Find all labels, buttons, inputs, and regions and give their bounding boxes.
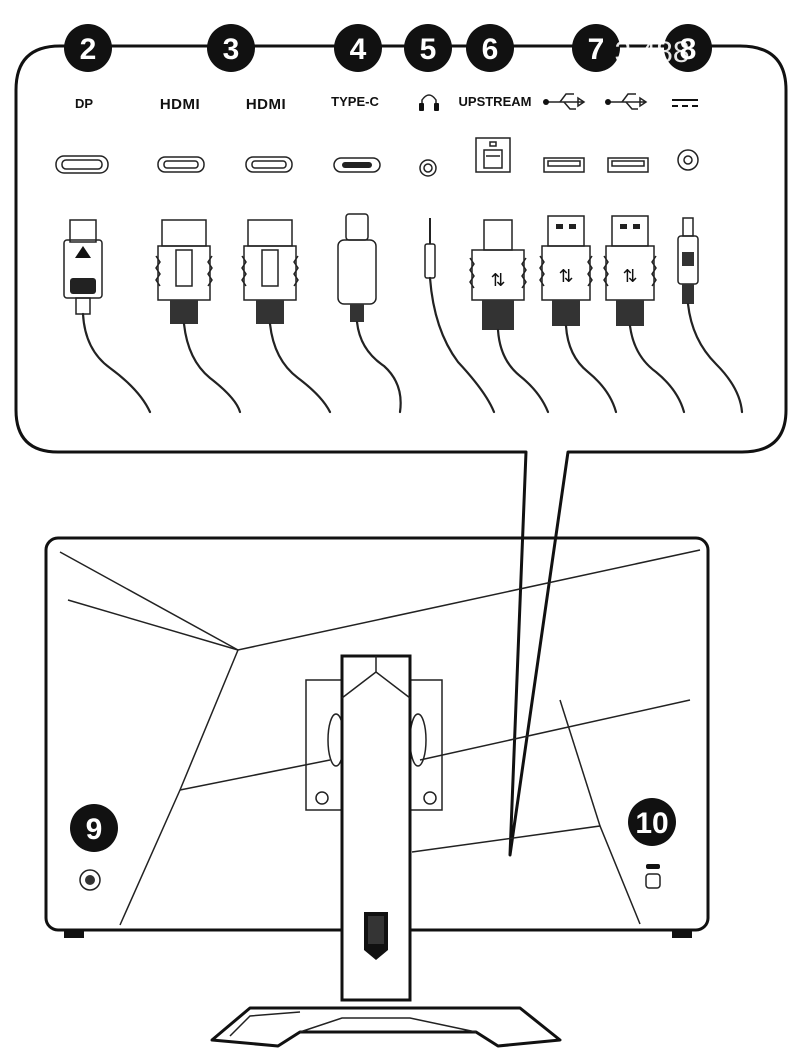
svg-text:5: 5 (420, 33, 437, 66)
port-usb-b (475, 137, 511, 173)
badge-4: 4 (334, 24, 382, 72)
port-audio (419, 159, 437, 177)
badge-2: 2 (64, 24, 112, 72)
usb-b-plug-mark: ⇅ (490, 270, 505, 290)
badge-5: 5 (404, 24, 452, 72)
svg-text:8: 8 (680, 33, 697, 66)
port-usb-a-2 (607, 157, 649, 173)
plug-usb-a-1: ⇅ (539, 215, 618, 414)
usb-icon-1 (543, 93, 586, 110)
plug-dp (63, 219, 152, 414)
port-dp (55, 155, 109, 174)
usb-a-1-plug-mark: ⇅ (558, 266, 573, 286)
badge-8: 8 (664, 24, 712, 72)
dc-power-icon (672, 99, 698, 107)
port-type-c (333, 157, 381, 173)
svg-text:10: 10 (635, 807, 668, 840)
plug-dc (677, 217, 744, 414)
badge-7: 7 (572, 24, 620, 72)
badge-3: 3 (207, 24, 255, 72)
svg-text:3: 3 (223, 33, 240, 66)
svg-text:6: 6 (482, 33, 499, 66)
port-hdmi-2 (245, 156, 293, 173)
overlay-text: 3 488 (614, 36, 689, 69)
svg-text:7: 7 (588, 33, 605, 66)
port-dc (677, 149, 699, 171)
plug-type-c (337, 213, 402, 414)
kensington-lock-icon (645, 864, 661, 889)
monitor-panel-lines (59, 549, 701, 926)
plug-hdmi-1 (155, 219, 242, 414)
monitor-foot-right (672, 930, 692, 938)
port-hdmi-1 (157, 156, 205, 173)
svg-text:4: 4 (350, 33, 367, 66)
label-type-c: TYPE-C (331, 94, 379, 109)
stand-neck (340, 654, 412, 1002)
usb-a-2-plug-mark: ⇅ (622, 266, 637, 286)
label-dp: DP (75, 96, 93, 111)
label-hdmi-1: HDMI (160, 96, 200, 113)
stand-base (210, 1006, 562, 1048)
svg-text:2: 2 (80, 33, 97, 66)
monitor-foot-left (64, 930, 84, 938)
badge-9: 9 (70, 804, 118, 852)
usb-icon-2 (605, 93, 648, 110)
port-usb-a-1 (543, 157, 585, 173)
badge-10: 10 (628, 798, 676, 846)
joystick-button-icon (79, 869, 101, 891)
plug-usb-b: ⇅ (469, 219, 550, 414)
plug-hdmi-2 (241, 219, 332, 414)
plug-usb-a-2: ⇅ (603, 215, 686, 414)
headphone-icon (419, 94, 439, 111)
badge-6: 6 (466, 24, 514, 72)
label-hdmi-2: HDMI (246, 96, 286, 113)
label-upstream: UPSTREAM (459, 94, 532, 109)
plug-audio (424, 218, 496, 414)
svg-text:9: 9 (86, 813, 103, 846)
